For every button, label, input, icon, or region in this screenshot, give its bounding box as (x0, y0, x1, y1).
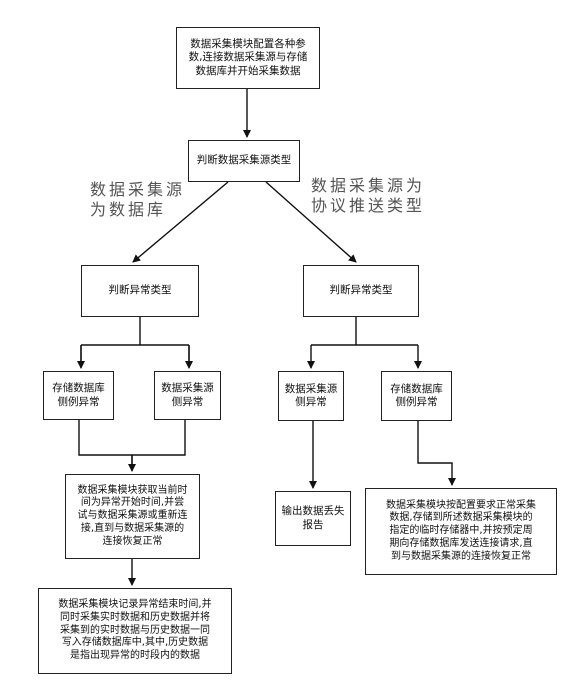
source-exception-left-node: 数据采集源 侧异常 (154, 371, 221, 420)
edge-left-branch (80, 317, 190, 366)
edge-label-protocol: 数据采集源为 协议推送类型 (311, 176, 426, 215)
edge-storage-to-buffer (417, 421, 456, 486)
judge-source-node: 判断数据采集源类型 (188, 140, 300, 182)
buffer-and-retry-node: 数据采集模块按配置要求正常采集 数据,存储到所述数据采集模块的 指定的临时存储器… (365, 488, 557, 575)
storage-db-exception-left-node: 存储数据库 侧例异常 (43, 371, 114, 420)
storage-db-exception-right-node: 存储数据库 侧例异常 (381, 371, 452, 421)
edge-label-database: 数据采集源 为数据库 (90, 180, 186, 219)
edge-judge-to-right (265, 181, 357, 263)
record-node: 数据采集模块记录异常结束时间,并 同时采集实时数据和历史数据并将 采集到的实时数… (38, 588, 232, 674)
configure-node: 数据采集模块配置各种参 数,连接数据采集源与存储 数据库并开始采集数据 (176, 27, 320, 89)
edge-judge-to-left (132, 181, 229, 263)
source-exception-right-node: 数据采集源 侧异常 (278, 371, 344, 421)
reconnect-node: 数据采集模块获取当前时 间为异常开始时间,并尝 试与数据采集源或重新连 接,直到… (65, 474, 200, 559)
edge-right-branch (311, 317, 418, 346)
judge-type-right-node: 判断异常类型 (303, 265, 419, 317)
data-loss-report-node: 输出数据丢失 报告 (275, 491, 351, 546)
judge-type-left-node: 判断异常类型 (81, 265, 199, 317)
